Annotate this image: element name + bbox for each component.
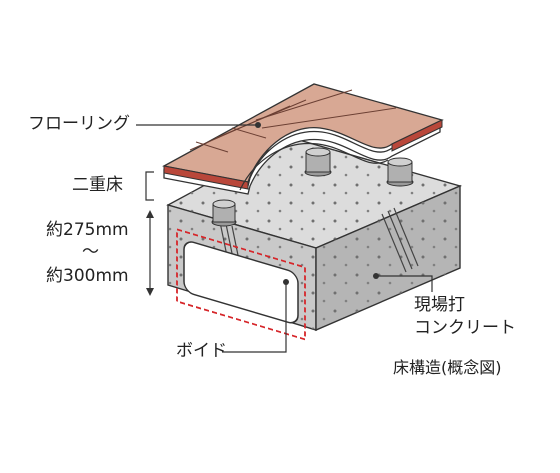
flooring-edge-right xyxy=(391,119,443,152)
slab-side-dots xyxy=(316,186,460,330)
side-face-lines xyxy=(381,207,419,273)
flooring-seams xyxy=(189,89,397,153)
void-dashed-outline xyxy=(176,228,306,341)
concrete-leader xyxy=(376,275,433,292)
support-leg-right xyxy=(386,157,414,187)
label-void: ボイド xyxy=(176,341,227,361)
flooring-edge xyxy=(163,165,249,190)
flooring-panel xyxy=(162,83,444,195)
slab-top-dots xyxy=(168,138,460,248)
label-thickness-top: 約275mm xyxy=(46,220,129,240)
label-thickness-bottom: 約300mm xyxy=(46,266,129,286)
flooring-top-face xyxy=(162,83,444,183)
label-double-floor: 二重床 xyxy=(72,175,123,195)
support-leg-left xyxy=(211,199,237,227)
concrete-slab xyxy=(166,137,463,341)
double-floor-bracket xyxy=(145,171,154,201)
label-thickness-tilde: ～ xyxy=(82,242,99,262)
void-opening xyxy=(183,241,299,324)
support-legs xyxy=(211,147,414,227)
flooring-wave xyxy=(239,142,389,191)
label-onsite-line1: 現場打 xyxy=(414,295,465,315)
void-leader xyxy=(222,282,287,353)
support-leg-center xyxy=(304,147,332,177)
label-flooring: フローリング xyxy=(28,114,130,134)
label-onsite-line2: コンクリート xyxy=(414,318,516,338)
label-caption: 床構造(概念図) xyxy=(393,358,502,377)
leader-lines xyxy=(136,122,433,353)
